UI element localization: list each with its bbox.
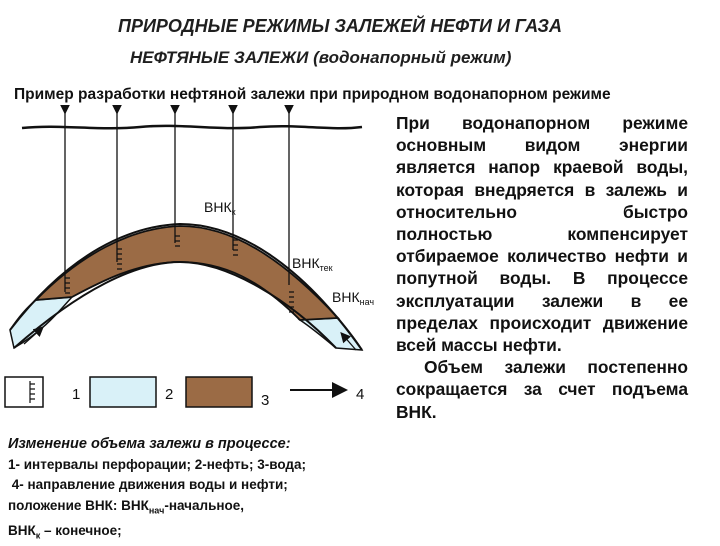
caption-line-2: 4- направление движения воды и нефти; bbox=[8, 477, 288, 492]
description-paragraph-2: Объем залежи постепенно сокращается за с… bbox=[396, 357, 688, 422]
page-subtitle: НЕФТЯНЫЕ ЗАЛЕЖИ (водонапорный режим) bbox=[130, 48, 512, 67]
legend-num-1: 1 bbox=[72, 386, 80, 403]
label-vnk-current: ВНКтек bbox=[292, 255, 333, 273]
legend: 1 2 3 4 bbox=[4, 376, 364, 409]
legend-swatch-oil-area bbox=[89, 376, 157, 408]
caption-title: Изменение объема залежи в процессе: bbox=[8, 436, 291, 452]
description-paragraph-1: При водонапорном режиме основным видом э… bbox=[396, 113, 688, 356]
caption-line-1: 1- интервалы перфорации; 2-нефть; 3-вода… bbox=[8, 456, 306, 472]
label-vnk-final: ВНКк bbox=[204, 199, 236, 217]
wells bbox=[59, 105, 295, 292]
description-text: При водонапорном режиме основным видом э… bbox=[396, 112, 688, 423]
perforation-intervals bbox=[65, 235, 294, 313]
legend-num-2: 2 bbox=[165, 386, 173, 403]
reservoir-top-line bbox=[9, 222, 363, 351]
legend-num-4: 4 bbox=[356, 386, 364, 403]
caption-line-3: положение ВНК: ВНКнач-начальное, bbox=[8, 497, 245, 516]
water-flow-arrow-right bbox=[340, 332, 357, 351]
reservoir-diagram: ВНКк ВНКтек ВНКнач 1 2 3 4 bbox=[4, 105, 374, 409]
ground-surface-line bbox=[21, 124, 363, 130]
water-zone-left bbox=[9, 296, 74, 350]
legend-swatch-oil bbox=[185, 376, 253, 408]
caption-line-4: ВНКк – конечное; bbox=[8, 522, 122, 541]
legend-swatch-perforation bbox=[4, 376, 44, 408]
legend-num-3: 3 bbox=[261, 392, 269, 409]
label-vnk-initial: ВНКнач bbox=[332, 289, 374, 307]
legend-caption: Изменение объема залежи в процессе: 1- и… bbox=[8, 434, 388, 546]
page-title: ПРИРОДНЫЕ РЕЖИМЫ ЗАЛЕЖЕЙ НЕФТИ И ГАЗА bbox=[118, 16, 562, 36]
example-heading: Пример разработки нефтяной залежи при пр… bbox=[14, 86, 611, 103]
water-flow-arrow-left bbox=[23, 326, 44, 345]
